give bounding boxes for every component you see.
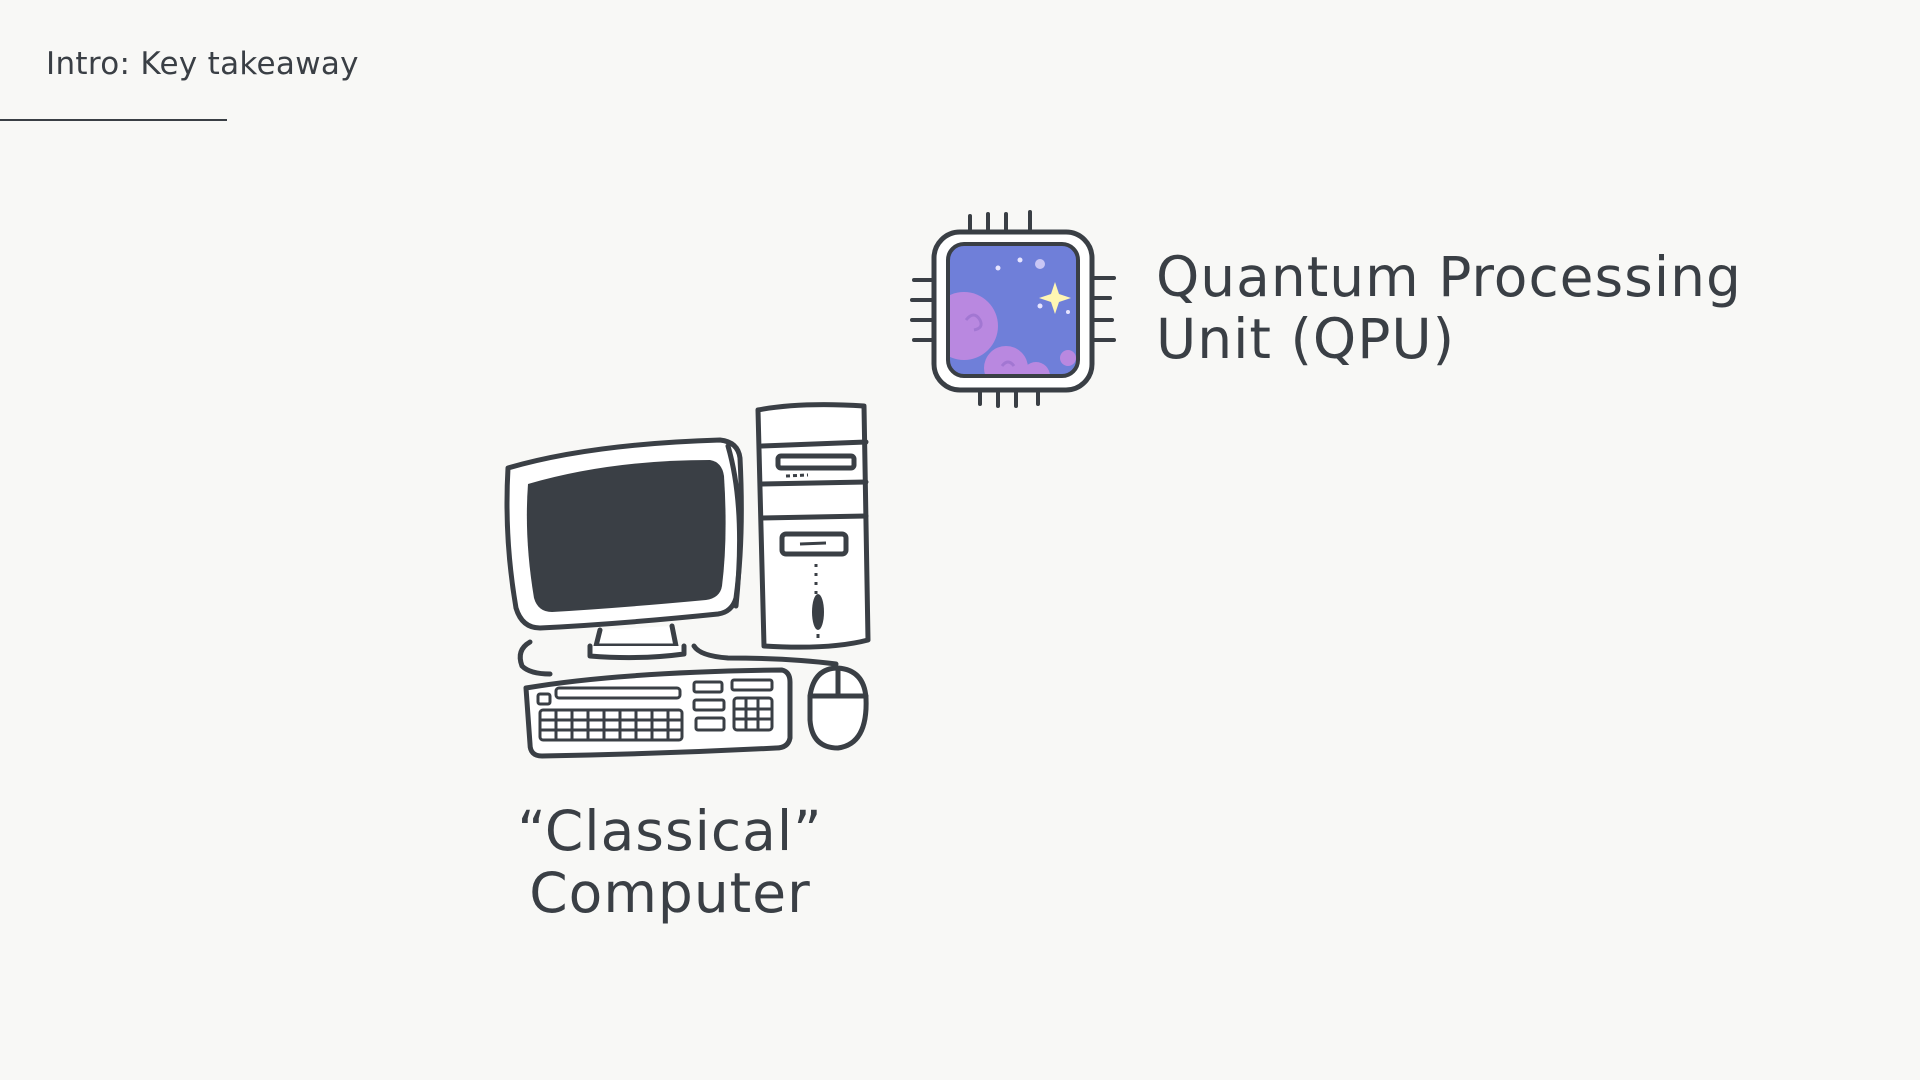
qpu-label-line2: Unit (QPU) [1156,307,1456,371]
qpu-label: Quantum Processing Unit (QPU) [1156,246,1742,370]
title-divider [0,119,227,121]
classical-label-line1: “Classical” [517,799,823,863]
qpu-label-line1: Quantum Processing [1156,245,1742,309]
quantum-chip-icon [910,210,1116,408]
classical-computer-label: “Classical” Computer [480,800,860,924]
desktop-computer-icon [504,402,871,759]
section-title: Intro: Key takeaway [46,46,359,82]
classical-label-line2: Computer [529,861,811,925]
